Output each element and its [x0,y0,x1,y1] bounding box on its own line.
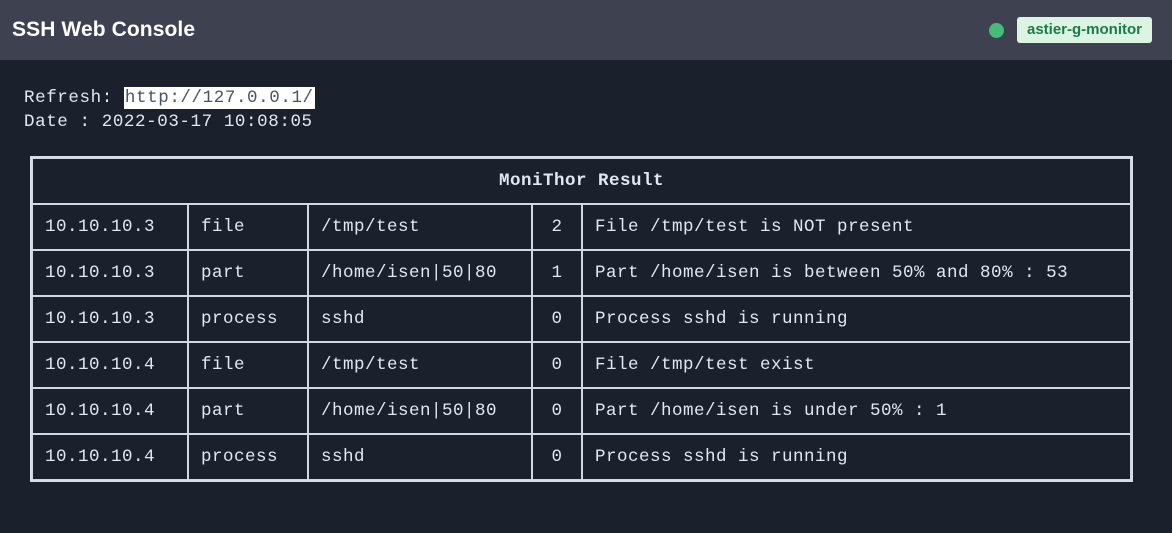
table-row: 10.10.10.4 part /home/isen|50|80 0 Part … [32,388,1131,434]
monithor-result-table: MoniThor Result 10.10.10.3 file /tmp/tes… [30,156,1133,482]
cell-target: /home/isen|50|80 [308,250,532,296]
refresh-label: Refresh: [24,88,124,108]
table-title-row: MoniThor Result [32,158,1131,204]
cell-ip: 10.10.10.3 [32,204,188,250]
cell-type: file [188,204,308,250]
table-title: MoniThor Result [32,158,1131,204]
table-row: 10.10.10.4 file /tmp/test 0 File /tmp/te… [32,342,1131,388]
cell-target: /home/isen|50|80 [308,388,532,434]
cell-target: /tmp/test [308,342,532,388]
cell-message: File /tmp/test exist [582,342,1131,388]
cell-code: 0 [532,342,582,388]
table-container: MoniThor Result 10.10.10.3 file /tmp/tes… [0,134,1172,482]
table-row: 10.10.10.3 part /home/isen|50|80 1 Part … [32,250,1131,296]
meta-block: Refresh: http://127.0.0.1/ Date : 2022-0… [0,60,1172,134]
cell-message: Part /home/isen is between 50% and 80% :… [582,250,1131,296]
cell-code: 0 [532,296,582,342]
cell-code: 0 [532,388,582,434]
refresh-line: Refresh: http://127.0.0.1/ [24,86,1172,110]
cell-target: /tmp/test [308,204,532,250]
cell-type: part [188,250,308,296]
cell-message: File /tmp/test is NOT present [582,204,1131,250]
cell-target: sshd [308,434,532,480]
table-row: 10.10.10.3 file /tmp/test 2 File /tmp/te… [32,204,1131,250]
date-line: Date : 2022-03-17 10:08:05 [24,112,313,132]
cell-ip: 10.10.10.3 [32,250,188,296]
cell-message: Part /home/isen is under 50% : 1 [582,388,1131,434]
cell-ip: 10.10.10.3 [32,296,188,342]
status-dot-icon [988,22,1004,38]
table-row: 10.10.10.3 process sshd 0 Process sshd i… [32,296,1131,342]
cell-target: sshd [308,296,532,342]
page-title: SSH Web Console [12,18,196,41]
cell-message: Process sshd is running [582,296,1131,342]
cell-ip: 10.10.10.4 [32,434,188,480]
table-body: MoniThor Result 10.10.10.3 file /tmp/tes… [32,158,1131,480]
refresh-link[interactable]: http://127.0.0.1/ [123,87,315,109]
cell-type: process [188,434,308,480]
status-badge: astier-g-monitor [1016,16,1152,44]
cell-type: process [188,296,308,342]
cell-type: file [188,342,308,388]
cell-ip: 10.10.10.4 [32,342,188,388]
header-status-group: astier-g-monitor [988,16,1152,44]
cell-code: 2 [532,204,582,250]
cell-message: Process sshd is running [582,434,1131,480]
app-header: SSH Web Console astier-g-monitor [0,0,1172,60]
table-row: 10.10.10.4 process sshd 0 Process sshd i… [32,434,1131,480]
cell-type: part [188,388,308,434]
cell-code: 1 [532,250,582,296]
cell-ip: 10.10.10.4 [32,388,188,434]
cell-code: 0 [532,434,582,480]
